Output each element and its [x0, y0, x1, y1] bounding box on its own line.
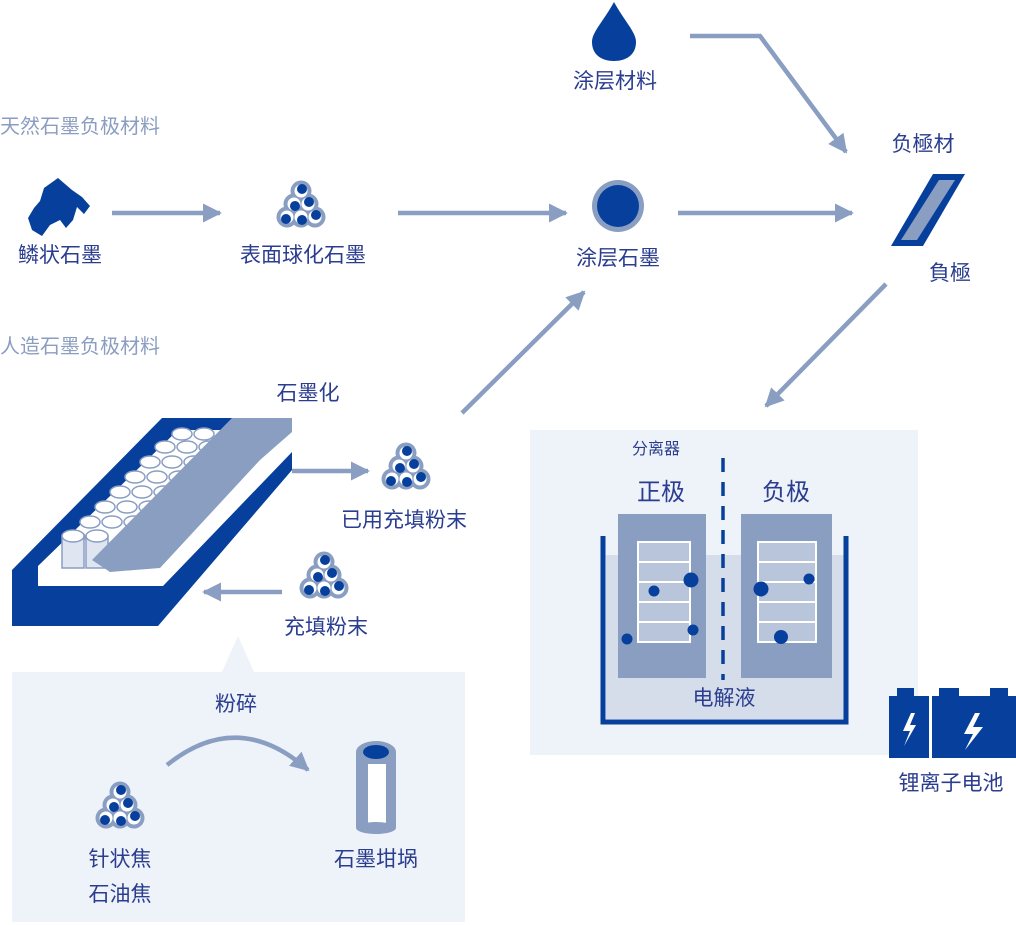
- label-cathode: 正极: [637, 478, 685, 506]
- label-coating-material: 涂层材料: [573, 69, 657, 93]
- flake-graphite-icon: [28, 178, 90, 236]
- arrow-crushing: [165, 735, 310, 772]
- label-anode: 負極: [929, 261, 971, 285]
- arrow-coating-to-anode: [690, 33, 848, 154]
- label-graphite-crucible: 石墨坩埚: [334, 847, 418, 871]
- arrow-anode-to-cell: [764, 282, 888, 408]
- panel-pointer: [222, 636, 254, 672]
- graphitization-furnace-icon: [12, 418, 292, 626]
- label-coated-graphite: 涂层石墨: [576, 246, 660, 270]
- drop-icon: [592, 2, 636, 61]
- label-lithium-battery: 锂离子电池: [898, 771, 1004, 795]
- section-artificial-graphite: 人造石墨负极材料: [0, 334, 160, 358]
- label-graphitization: 石墨化: [276, 381, 340, 405]
- arrow-used-powder-to-coated: [460, 290, 586, 415]
- flow-arrows: [112, 33, 888, 772]
- section-natural-graphite: 天然石墨负极材料: [0, 114, 160, 138]
- label-used-filler-powder: 已用充填粉末: [341, 508, 467, 532]
- needle-coke-icon: [95, 781, 145, 829]
- battery-cell-diagram: [600, 458, 849, 725]
- label-spherical-graphite: 表面球化石墨: [240, 243, 366, 267]
- label-electrolyte: 电解液: [692, 686, 756, 710]
- label-filler-powder: 充填粉末: [284, 615, 368, 639]
- lithium-battery-icon: [889, 688, 1016, 758]
- lithium-ions: [621, 572, 815, 645]
- label-separator: 分离器: [632, 439, 681, 458]
- electrode-layers: [637, 541, 817, 643]
- used-filler-powder-icon: [381, 442, 431, 490]
- label-anode-electrode: 负极: [762, 478, 810, 506]
- label-needle-coke: 针状焦: [88, 847, 152, 871]
- label-anode-material: 负極材: [891, 132, 955, 156]
- cell-container: [600, 536, 849, 725]
- spherical-graphite-icon: [276, 180, 326, 228]
- label-crushing: 粉碎: [215, 692, 257, 716]
- anode-plate-icon: [891, 174, 965, 246]
- filler-powder-icon: [299, 551, 349, 599]
- coated-graphite-icon: [592, 180, 644, 232]
- label-petroleum-coke: 石油焦: [88, 882, 152, 906]
- label-flake-graphite: 鳞状石墨: [18, 243, 102, 267]
- graphite-crucible-icon: [356, 741, 396, 834]
- furnace-cover: [92, 418, 292, 572]
